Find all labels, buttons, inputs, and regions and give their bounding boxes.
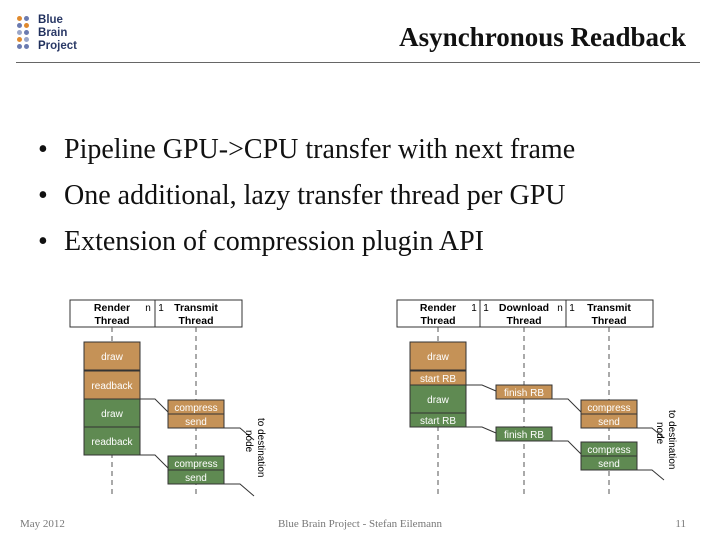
right-mult-c: n [557,303,563,314]
left-readback-label-2: readback [91,437,133,448]
right-finishrb-block-1 [495,384,553,400]
right-pipeline-diagram: Render Thread Download Thread Transmit T… [396,299,677,498]
bullet-dot-icon: • [38,180,48,211]
right-compress-label-1: compress [587,403,630,414]
left-destination-line2: node [243,430,254,453]
right-finishrb-label-1: finish RB [504,388,544,399]
bullet-dot-icon: • [38,134,48,165]
right-transmit-thread-line1: Transmit [587,302,631,314]
right-arrow-to-destination-2 [637,469,665,481]
right-destination-line1: to destination [666,410,677,470]
right-render-thread-line2: Thread [420,315,455,327]
right-draw-label-1: draw [427,352,449,363]
right-compress-label-2: compress [587,445,630,456]
left-render-thread-line1: Render [94,302,130,314]
bullet-text: Extension of compression plugin API [64,226,484,257]
left-send-block-1 [167,413,225,429]
footer-center: Blue Brain Project - Stefan Eilemann [277,518,443,530]
left-readback-block-2 [83,426,141,456]
right-startrb-label-1: start RB [420,374,456,385]
left-arrow-to-compress-1 [140,398,169,413]
left-draw-label-2: draw [101,409,123,420]
left-mult-1: 1 [158,303,164,314]
left-arrow-to-compress-2 [140,454,169,469]
left-draw-label-1: draw [101,352,123,363]
left-destination-line1: to destination [255,418,266,478]
right-mult-b: 1 [483,303,489,314]
right-transmit-thread-line2: Thread [591,315,626,327]
left-arrow-to-destination-2 [224,483,255,497]
right-arrow-to-finishrb-2 [466,426,497,434]
title-divider [16,62,700,63]
bullet-list: • Pipeline GPU->CPU transfer with next fr… [38,130,575,268]
left-mult-n: n [145,303,151,314]
bullet-dot-icon: • [38,226,48,257]
logo-line-2: Brain [38,27,68,39]
right-mult-a: 1 [471,303,477,314]
left-compress-label-2: compress [174,459,217,470]
footer-page-number: 11 [675,518,686,530]
bullet-item: • Pipeline GPU->CPU transfer with next fr… [38,130,575,176]
logo-line-3: Project [38,40,77,52]
bullet-item: • One additional, lazy transfer thread pe… [38,176,575,222]
blue-brain-logo: Blue Brain Project [16,14,86,56]
left-transmit-thread-line1: Transmit [174,302,218,314]
left-compress-label-1: compress [174,403,217,414]
right-draw-label-2: draw [427,395,449,406]
right-download-thread-line1: Download [499,302,549,314]
right-destination-line2: node [654,422,665,445]
left-draw-block-2 [83,398,141,428]
left-transmit-thread-line2: Thread [178,315,213,327]
bullet-text: One additional, lazy transfer thread per… [64,180,566,211]
slide-title: Asynchronous Readback [399,22,686,52]
right-send-label-2: send [598,459,620,470]
left-arrow-to-destination-1 [224,427,255,441]
right-startrb-block-2 [409,412,467,428]
right-finishrb-label-2: finish RB [504,430,544,441]
right-send-label-1: send [598,417,620,428]
left-send-label-1: send [185,417,207,428]
right-download-thread-line2: Thread [506,315,541,327]
left-render-thread-line2: Thread [94,315,129,327]
right-arrow-to-finishrb-1 [466,384,497,392]
right-draw-block-2 [409,384,467,414]
bullet-text: Pipeline GPU->CPU transfer with next fra… [64,134,576,165]
right-arrow-to-compress-1 [552,398,582,413]
right-finishrb-block-2 [495,426,553,442]
logo-line-1: Blue [38,14,63,26]
left-send-block-2 [167,469,225,485]
footer-date: May 2012 [20,518,65,530]
right-mult-d: 1 [569,303,575,314]
bullet-item: • Extension of compression plugin API [38,222,575,268]
logo-dots-icon [16,14,36,54]
left-pipeline-diagram: Render Thread Transmit Thread n 1 draw r… [69,299,266,498]
right-send-block-2 [580,455,638,471]
right-header-box [396,299,654,328]
left-readback-label-1: readback [91,381,133,392]
right-arrow-to-compress-2 [552,440,582,455]
left-header-box [69,299,243,328]
right-render-thread-line1: Render [420,302,456,314]
left-send-label-2: send [185,473,207,484]
logo-text: Blue Brain Project [38,14,77,53]
right-draw-block-1 [409,341,467,371]
right-send-block-1 [580,413,638,429]
left-draw-block-1 [83,341,141,371]
right-startrb-label-2: start RB [420,416,456,427]
right-arrow-to-destination-1 [637,427,665,439]
